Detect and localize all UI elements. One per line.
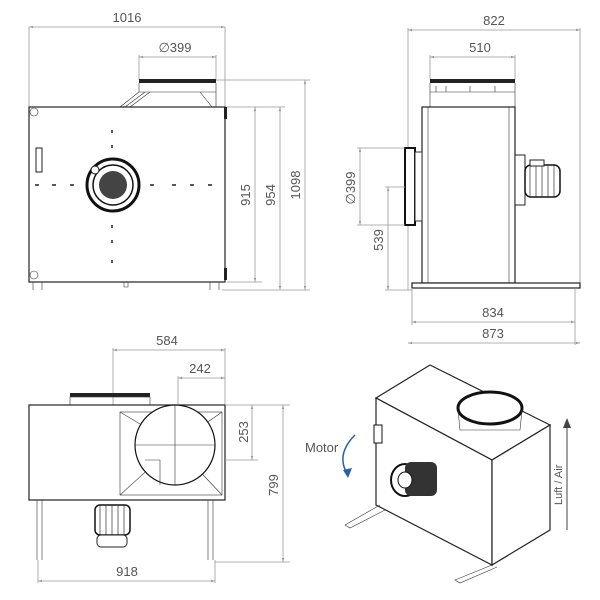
dim-side-outlet-height: 539 xyxy=(371,229,386,251)
dim-front-h3: 1098 xyxy=(288,171,303,200)
airflow-label: Luft / Air xyxy=(553,464,565,505)
dim-side-inlet-width: 510 xyxy=(469,40,491,55)
front-housing xyxy=(28,106,226,283)
motor-icon xyxy=(94,504,131,548)
front-view: 1016 ∅399 915 954 1098 xyxy=(28,10,310,291)
dim-front-h1: 915 xyxy=(238,184,253,206)
dim-top-depth: 799 xyxy=(266,474,281,496)
side-outlet xyxy=(404,147,416,226)
dim-top-d2: 242 xyxy=(189,361,211,376)
dim-front-inlet-diameter: ∅399 xyxy=(158,40,191,55)
iso-view: Motor Luft / Air xyxy=(305,364,571,584)
dim-side-base2: 873 xyxy=(482,326,504,341)
dim-side-base1: 834 xyxy=(482,305,504,320)
iso-inlet xyxy=(456,390,524,426)
dim-top-d1: 584 xyxy=(156,333,178,348)
top-view: 584 242 253 799 918 xyxy=(28,333,290,583)
motor-icon xyxy=(514,154,561,206)
dim-front-width: 1016 xyxy=(113,10,142,25)
dim-side-outlet-diameter: ∅399 xyxy=(343,171,358,204)
dim-top-d3: 253 xyxy=(236,421,251,443)
side-housing xyxy=(421,106,516,284)
fan-impeller-icon xyxy=(85,157,141,213)
dim-front-h2: 954 xyxy=(263,184,278,206)
motor-icon xyxy=(390,462,437,497)
dim-top-width: 918 xyxy=(116,564,138,579)
side-view: 822 510 ∅399 539 834 873 xyxy=(343,13,581,345)
dim-side-width: 822 xyxy=(483,13,505,28)
motor-label: Motor xyxy=(305,440,339,455)
